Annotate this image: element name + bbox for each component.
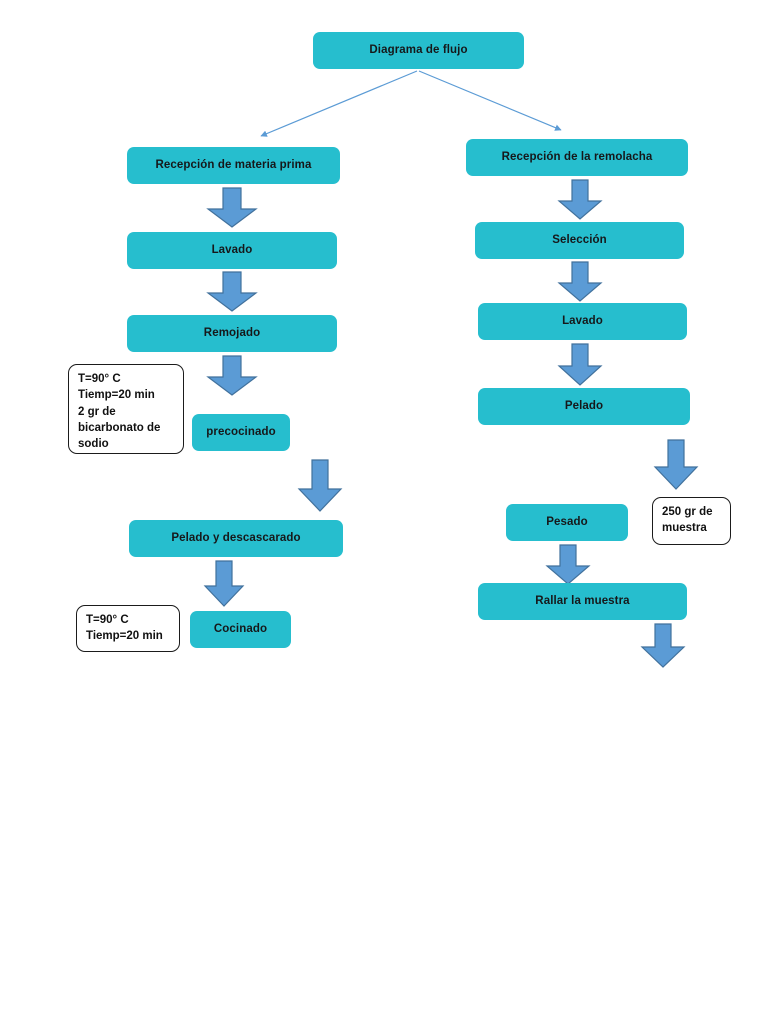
connector-to-materia-prima xyxy=(260,70,418,137)
node-pelado[interactable]: Pelado xyxy=(478,388,690,425)
node-remojado[interactable]: Remojado xyxy=(127,315,337,352)
node-recepcion-remolacha[interactable]: Recepción de la remolacha xyxy=(466,139,688,176)
arrow-down-icon xyxy=(640,623,686,668)
arrow-down-icon xyxy=(203,560,245,607)
node-seleccion[interactable]: Selección xyxy=(475,222,684,259)
connector-to-remolacha xyxy=(418,70,562,131)
note-precocinado-parametros: T=90° C Tiemp=20 min 2 gr de bicarbonato… xyxy=(68,364,184,454)
node-diagrama-de-flujo[interactable]: Diagrama de flujo xyxy=(313,32,524,69)
node-cocinado[interactable]: Cocinado xyxy=(190,611,291,648)
arrow-down-icon xyxy=(557,343,603,386)
node-rallar-la-muestra[interactable]: Rallar la muestra xyxy=(478,583,687,620)
node-pelado-y-descascarado[interactable]: Pelado y descascarado xyxy=(129,520,343,557)
arrow-down-icon xyxy=(653,439,699,490)
arrow-down-icon xyxy=(545,544,591,585)
arrow-down-icon xyxy=(206,187,258,228)
arrow-down-icon xyxy=(206,355,258,396)
node-lavado-izquierda[interactable]: Lavado xyxy=(127,232,337,269)
arrow-down-icon xyxy=(297,459,343,512)
arrow-down-icon xyxy=(557,179,603,220)
node-lavado-derecha[interactable]: Lavado xyxy=(478,303,687,340)
node-precocinado[interactable]: precocinado xyxy=(192,414,290,451)
note-250-gr-de-muestra: 250 gr de muestra xyxy=(652,497,731,545)
node-pesado[interactable]: Pesado xyxy=(506,504,628,541)
note-cocinado-parametros: T=90° C Tiemp=20 min xyxy=(76,605,180,652)
arrow-down-icon xyxy=(557,261,603,302)
arrow-down-icon xyxy=(206,271,258,312)
node-recepcion-materia-prima[interactable]: Recepción de materia prima xyxy=(127,147,340,184)
